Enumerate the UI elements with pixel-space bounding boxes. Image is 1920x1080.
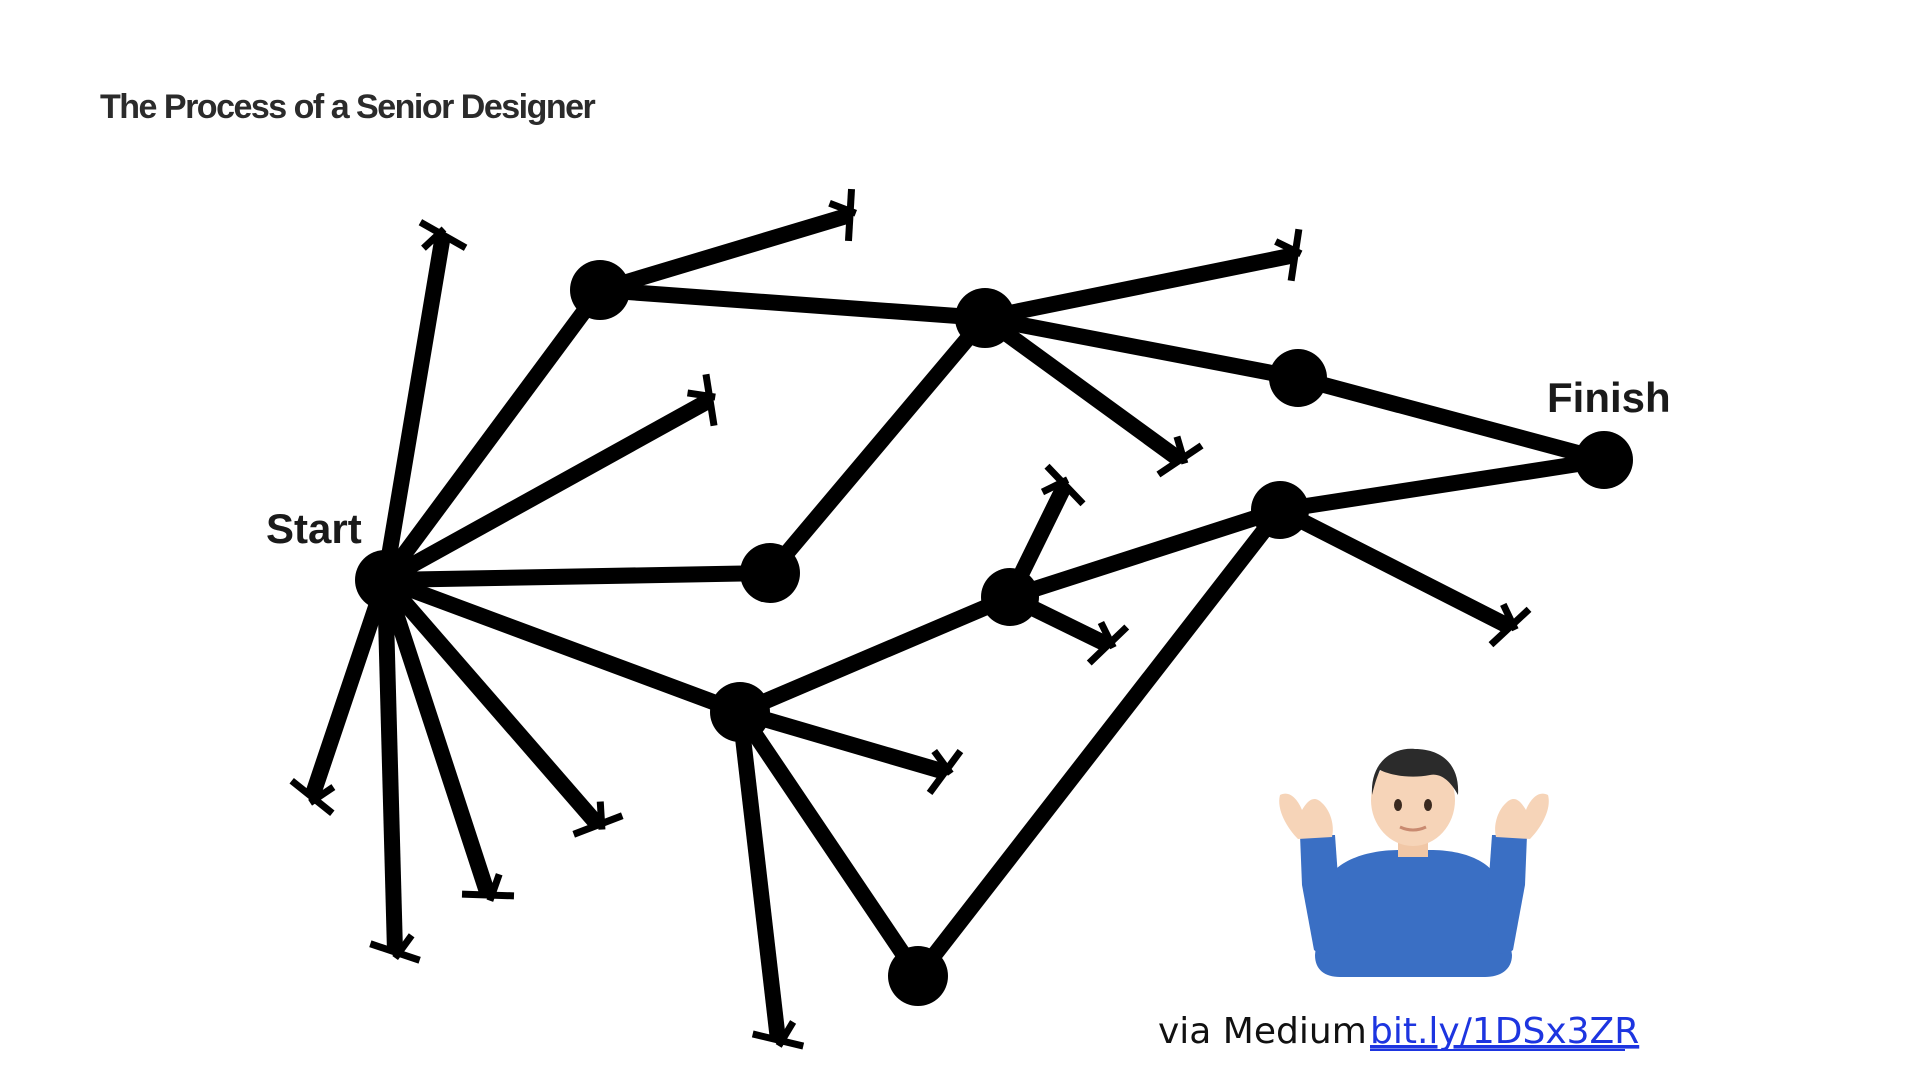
- node-finish: [1575, 431, 1633, 489]
- dead-end-x-icon: [289, 778, 336, 816]
- node-e: [710, 682, 770, 742]
- edge-f-g: [1007, 502, 1283, 605]
- credit-link[interactable]: bit.ly/1DSx3ZR: [1370, 1011, 1639, 1052]
- finish-label: Finish: [1547, 374, 1671, 421]
- dead-end-line-4: [377, 577, 496, 898]
- dead-end-x-icon: [926, 748, 964, 796]
- dead-end-line-8: [983, 247, 1297, 326]
- edge-e-f: [736, 589, 1014, 720]
- edge-g-finish: [1278, 452, 1606, 518]
- dead-end-x-icon: [369, 933, 421, 964]
- dead-end-x-icon: [1086, 620, 1130, 666]
- credit-prefix: via Medium: [1158, 1011, 1367, 1052]
- dead-end-x-icon: [686, 373, 718, 427]
- dead-end-x-icon: [461, 873, 515, 902]
- dead-end-x-icon: [572, 801, 624, 838]
- edge-h-g: [911, 505, 1287, 981]
- node-f: [981, 568, 1039, 626]
- node-start: [355, 550, 415, 610]
- edge-start-d: [384, 565, 771, 588]
- edge-start-e: [382, 572, 743, 720]
- dead-end-x-icon: [1156, 435, 1204, 478]
- path-nodes: [355, 260, 1633, 1006]
- person-shrugging-icon: [1279, 748, 1549, 977]
- edge-b-c: [983, 310, 1300, 386]
- dead-end-x-icon: [1488, 602, 1532, 648]
- node-h: [888, 946, 948, 1006]
- path-edges: [378, 282, 1607, 981]
- edge-start-a: [378, 285, 607, 585]
- dead-end-x-icon: [751, 1020, 805, 1050]
- node-g: [1251, 481, 1309, 539]
- edge-e-h: [733, 707, 925, 981]
- page-title: The Process of a Senior Designer: [100, 88, 596, 126]
- dead-end-line-5: [378, 574, 605, 831]
- start-label: Start: [266, 505, 362, 552]
- dead-end-line-1: [377, 233, 451, 582]
- dead-end-x-icon: [1040, 463, 1086, 507]
- edge-d-b: [763, 312, 992, 579]
- dead-end-line-9: [980, 311, 1185, 467]
- dead-end-line-2: [304, 577, 393, 800]
- dead-end-branches: [289, 188, 1532, 1050]
- edge-c-finish: [1295, 370, 1607, 468]
- dead-end-line-3: [377, 579, 403, 953]
- dead-end-line-13: [732, 711, 786, 1041]
- dead-end-line-12: [737, 704, 948, 780]
- node-c: [1269, 349, 1327, 407]
- node-a: [570, 260, 630, 320]
- dead-end-x-icon: [418, 219, 468, 251]
- dead-end-x-icon: [828, 188, 857, 242]
- dead-end-line-7: [597, 207, 853, 298]
- dead-end-line-14: [1276, 502, 1514, 635]
- node-d: [740, 543, 800, 603]
- edge-a-b: [599, 282, 986, 326]
- node-b: [955, 288, 1015, 348]
- dead-end-line-6: [381, 393, 714, 587]
- dead-end-x-icon: [1274, 228, 1303, 282]
